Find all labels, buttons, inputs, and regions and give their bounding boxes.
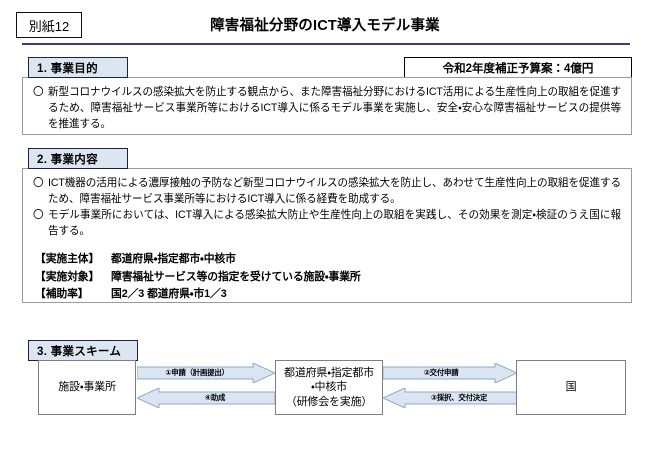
scheme-diagram: 施設・事業所 都道府県・指定都市 ・中核市 （研修会を実施） 国 ①申請（計画提… — [0, 355, 650, 425]
section-body-purpose: 〇 新型コロナウイルスの感染拡大を防止する観点から、また障害福祉分野におけるIC… — [22, 77, 632, 135]
scheme-node-label: 国 — [565, 381, 577, 394]
list-item: 〇 ICT機器の活用による濃厚接触の予防など新型コロナウイルスの感染拡大を防止し… — [33, 175, 621, 207]
document-header: 別紙12 障害福祉分野のICT導入モデル事業 — [0, 12, 650, 40]
scheme-arrow-label-grant-decision: ③採択、交付決定 — [430, 393, 488, 402]
circle-bullet-icon: 〇 — [33, 177, 44, 189]
list-item: 【実施対象】 障害福祉サービス等の指定を受けている施設・事業所 — [35, 269, 621, 286]
circle-bullet-icon: 〇 — [33, 86, 44, 98]
list-item-text: ICT機器の活用による濃厚接触の予防など新型コロナウイルスの感染拡大を防止し、あ… — [48, 177, 621, 206]
budget-amount-box: 令和2年度補正予算案：4億円 — [404, 57, 632, 78]
section-heading-content: 2. 事業内容 — [28, 148, 128, 169]
bracket-label: 【実施対象】 — [35, 270, 100, 283]
section-heading-scheme: 3. 事業スキーム — [28, 340, 138, 361]
scheme-node-prefecture: 都道府県・指定都市 ・中核市 （研修会を実施） — [275, 360, 383, 415]
bracket-label: 【実施主体】 — [35, 253, 100, 266]
scheme-arrow-grant-decision — [383, 388, 517, 408]
list-item: 【補助率】 国2／3 都道府県・市1／3 — [35, 286, 621, 303]
purpose-bullet-list: 〇 新型コロナウイルスの感染拡大を防止する観点から、また障害福祉分野におけるIC… — [23, 78, 631, 136]
scheme-node-label: 施設・事業所 — [58, 381, 116, 394]
scheme-arrow-apply — [137, 363, 275, 383]
scheme-arrow-label-apply: ①申請（計画提出） — [165, 368, 229, 377]
scheme-arrow-label-subsidy: ④助成 — [204, 393, 226, 402]
scheme-node-label-line2: ・中核市 — [311, 381, 347, 394]
page-title: 障害福祉分野のICT導入モデル事業 — [210, 18, 440, 34]
list-item-text: モデル事業所においては、ICT導入による感染拡大防止や生産性向上の取組を実践し、… — [48, 209, 621, 238]
list-item: 【実施主体】 都道府県・指定都市・中核市 — [35, 251, 621, 268]
section-body-content: 〇 ICT機器の活用による濃厚接触の予防など新型コロナウイルスの感染拡大を防止し… — [22, 168, 632, 303]
circle-bullet-icon: 〇 — [33, 209, 44, 222]
list-item: 〇 モデル事業所においては、ICT導入による感染拡大防止や生産性向上の取組を実践… — [33, 207, 621, 239]
list-item-text: 新型コロナウイルスの感染拡大を防止する観点から、また障害福祉分野におけるICT活… — [48, 86, 621, 131]
header-divider-line — [22, 43, 630, 46]
list-item: 〇 新型コロナウイルスの感染拡大を防止する観点から、また障害福祉分野におけるIC… — [33, 84, 621, 132]
scheme-arrow-subsidy — [137, 388, 275, 408]
scheme-arrow-label-grant-request: ②交付申請 — [423, 368, 459, 377]
scheme-arrow-grant-request — [383, 363, 517, 383]
bracket-label: 【補助率】 — [35, 288, 89, 301]
bracket-value: 国2／3 都道府県・市1／3 — [111, 288, 227, 301]
bracket-info-list: 【実施主体】 都道府県・指定都市・中核市 【実施対象】 障害福祉サービス等の指定… — [23, 243, 631, 307]
content-bullet-list: 〇 ICT機器の活用による濃厚接触の予防など新型コロナウイルスの感染拡大を防止し… — [23, 169, 631, 243]
scheme-node-label-line3: （研修会を実施） — [285, 395, 373, 408]
scheme-node-label-line1: 都道府県・指定都市 — [284, 367, 374, 380]
attachment-number-tag: 別紙12 — [16, 12, 82, 38]
section-heading-purpose: 1. 事業目的 — [28, 57, 128, 78]
bracket-value: 都道府県・指定都市・中核市 — [111, 253, 236, 266]
scheme-node-facility: 施設・事業所 — [38, 360, 136, 415]
scheme-node-country: 国 — [516, 360, 626, 415]
bracket-value: 障害福祉サービス等の指定を受けている施設・事業所 — [111, 270, 361, 283]
